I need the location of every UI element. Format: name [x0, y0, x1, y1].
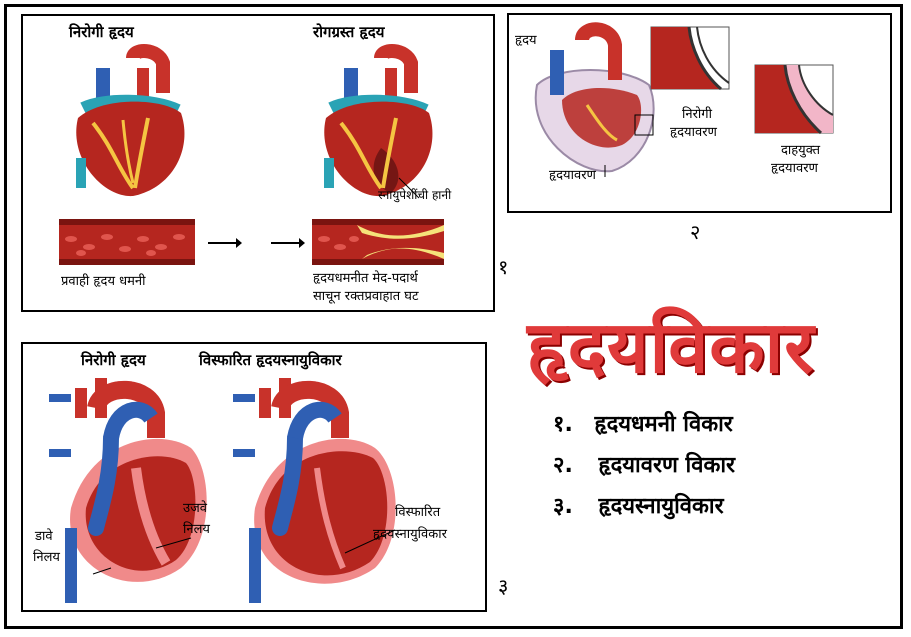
healthy-heart-label: निरोगी हृदय: [81, 351, 146, 369]
pericardium-label: हृदयावरण: [549, 168, 596, 183]
dilated-heart-section: [233, 378, 396, 603]
blocked-artery-illustration: [312, 219, 444, 265]
blocked-artery-label-2: साचून रक्तप्रवाहात घट: [313, 289, 419, 304]
panel-coronary: निरोगी हृदय रोगग्रस्त हृदय स्नायुपेशींची…: [21, 14, 495, 312]
panel1-number: १: [498, 255, 509, 279]
list-text: हृदयस्नायुविकार: [598, 494, 724, 519]
healthy-heart-illustration: [76, 44, 185, 197]
inflamed-pericardium-zoom: [754, 64, 834, 135]
list-text: हृदयधमनी विकार: [594, 412, 733, 437]
muscle-loss-label: स्नायुपेशींची हानी: [378, 188, 452, 202]
arrow-icon: [271, 238, 305, 248]
inflamed-pericardium-label-1: दाहयुक्त: [781, 143, 821, 158]
healthy-pericardium-zoom: [650, 26, 730, 91]
diseased-heart-illustration: [324, 44, 433, 199]
left-ventricle-label-2: निलय: [183, 522, 210, 537]
arrow-icon: [208, 238, 242, 248]
blocked-artery-label-1: हृदयधमनीत मेद-पदार्थ: [313, 271, 418, 286]
dilated-label-2: हृदयस्नायुविकार: [373, 527, 447, 542]
diseased-heart-label: रोगग्रस्त हृदय: [313, 23, 385, 41]
panel-cardiomyopathy: निरोगी हृदय विस्फारित हृदयस्नायुविकार डा…: [21, 342, 487, 612]
panel-pericardium: हृदय हृदयावरण निरोगी हृदयावरण दाहयुक्त ह…: [507, 13, 892, 213]
panel2-number: २: [690, 220, 701, 244]
list-item: १. हृदयधमनी विकार: [553, 408, 733, 438]
healthy-heart-section: [49, 378, 207, 603]
left-ventricle-label-1: उजवे: [183, 501, 207, 516]
list-number: २.: [553, 453, 573, 478]
panel3-number: ३: [498, 574, 509, 598]
list-item: २. हृदयावरण विकार: [553, 449, 735, 479]
healthy-heart-label: निरोगी हृदय: [69, 23, 134, 41]
list-number: १.: [553, 412, 573, 437]
heart-label: हृदय: [515, 33, 537, 48]
inflamed-pericardium-label-2: हृदयावरण: [771, 161, 818, 176]
healthy-pericardium-label-1: निरोगी: [682, 107, 712, 122]
dilated-heart-label: विस्फारित हृदयस्नायुविकार: [199, 351, 342, 369]
list-number: ३.: [553, 494, 573, 519]
dilated-label-1: विस्फारित: [395, 505, 441, 520]
healthy-pericardium-label-2: हृदयावरण: [670, 125, 717, 140]
right-ventricle-label-1: डावे: [35, 529, 53, 544]
list-item: ३. हृदयस्नायुविकार: [553, 490, 724, 520]
healthy-artery-label: प्रवाही हृदय धमनी: [61, 274, 146, 289]
healthy-artery-illustration: [59, 219, 195, 265]
page-frame: [4, 4, 903, 629]
main-title: हृदयविकार: [527, 305, 815, 389]
right-ventricle-label-2: निलय: [33, 550, 60, 565]
list-text: हृदयावरण विकार: [598, 453, 736, 478]
pericardium-heart-illustration: [534, 22, 655, 177]
